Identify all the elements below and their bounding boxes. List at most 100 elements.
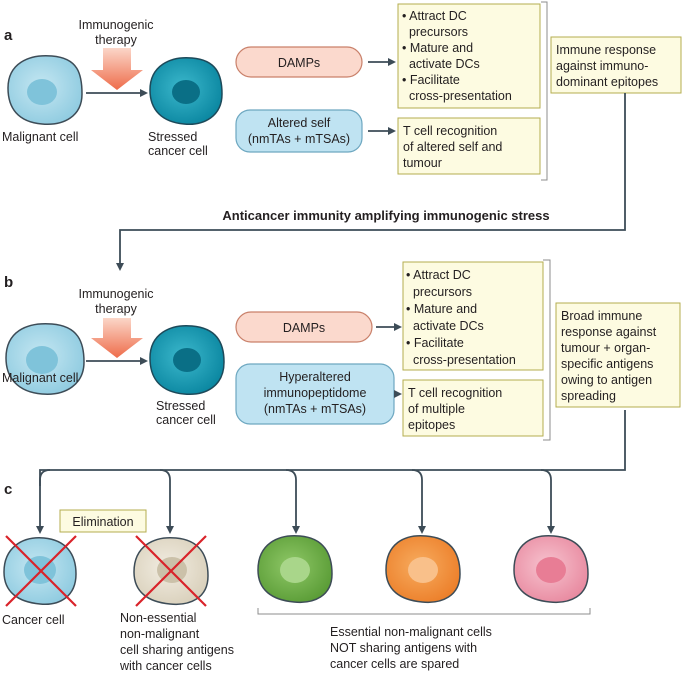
panel-b-label: b: [4, 274, 13, 291]
bracket-a: [541, 1, 548, 181]
svg-text:Stressed: Stressed: [148, 130, 197, 144]
panel-a-label: a: [4, 27, 13, 44]
stressed-cell-a: [149, 57, 223, 125]
svg-text:Broad immune: Broad immune: [561, 309, 642, 323]
cancer-cell-label: Cancer cell: [2, 613, 65, 627]
svg-text:Non-essential: Non-essential: [120, 611, 196, 625]
svg-text:spreading: spreading: [561, 389, 616, 403]
svg-text:• Attract DC: • Attract DC: [406, 268, 471, 282]
svg-text:of multiple: of multiple: [408, 402, 465, 416]
svg-text:non-malignant: non-malignant: [120, 627, 200, 641]
dc-box-b: [402, 261, 544, 371]
svg-text:T cell recognition: T cell recognition: [408, 386, 502, 400]
svg-text:immunopeptidome: immunopeptidome: [264, 386, 367, 400]
svg-text:precursors: precursors: [402, 25, 468, 39]
svg-text:cancer cells are spared: cancer cells are spared: [330, 657, 459, 671]
therapy-label-b: Immunogenic therapy: [78, 287, 153, 316]
damps-label-a: DAMPs: [278, 56, 320, 70]
essential-cell-orange: [385, 535, 461, 604]
svg-text:therapy: therapy: [95, 302, 137, 316]
svg-text:Immunogenic: Immunogenic: [78, 287, 153, 301]
response-box-text-a: Immune response against immuno- dominant…: [556, 43, 658, 89]
dc-box-a: [397, 3, 541, 109]
amplify-label: Anticancer immunity amplifying immunogen…: [222, 208, 549, 223]
svg-text:response against: response against: [561, 325, 657, 339]
svg-text:• Facilitate: • Facilitate: [402, 73, 460, 87]
connector-corner: [39, 469, 51, 481]
malignant-cell-label-a: Malignant cell: [2, 130, 78, 144]
dc-box-text-a: • Attract DC precursors • Mature and act…: [402, 9, 512, 103]
svg-text:T cell recognition: T cell recognition: [403, 124, 497, 138]
stressed-cell-label-b: Stressed cancer cell: [156, 399, 216, 427]
svg-text:cancer cell: cancer cell: [156, 413, 216, 427]
arrow-to-green-cell: [285, 469, 300, 534]
t-cell-box-a: [397, 117, 541, 175]
malignant-cell-a: [7, 55, 83, 125]
svg-text:specific antigens: specific antigens: [561, 357, 653, 371]
response-box-text-b: Broad immune response against tumour + o…: [561, 309, 657, 403]
svg-text:Essential non-malignant cells: Essential non-malignant cells: [330, 625, 492, 639]
svg-text:Altered self: Altered self: [268, 116, 331, 130]
svg-text:• Mature and: • Mature and: [402, 41, 473, 55]
svg-text:dominant epitopes: dominant epitopes: [556, 75, 658, 89]
svg-text:cross-presentation: cross-presentation: [402, 89, 512, 103]
arrow-to-pink-cell: [540, 469, 555, 534]
svg-text:precursors: precursors: [406, 285, 472, 299]
svg-text:(nmTAs + mTSAs): (nmTAs + mTSAs): [248, 132, 350, 146]
svg-text:Hyperaltered: Hyperaltered: [279, 370, 351, 384]
arrow-to-nonessential-cell: [159, 469, 174, 534]
svg-text:• Mature and: • Mature and: [406, 302, 477, 316]
panel-c-label: c: [4, 481, 12, 498]
response-box-a: [550, 36, 682, 94]
malignant-cell-label-b: Malignant cell: [2, 371, 78, 385]
svg-text:activate DCs: activate DCs: [402, 57, 480, 71]
amplify-label-bg: [190, 206, 582, 224]
essential-cells-label: Essential non-malignant cells NOT sharin…: [330, 625, 492, 671]
svg-text:• Facilitate: • Facilitate: [406, 336, 464, 350]
t-cell-box-text-b: T cell recognition of multiple epitopes: [408, 386, 502, 432]
altered-self-pill-a: [235, 109, 363, 153]
cross-mark-cancer: [5, 535, 77, 607]
therapy-label-a: Immunogenic therapy: [78, 18, 153, 47]
malignant-cell-b: [5, 323, 85, 395]
damps-pill-a: [235, 46, 363, 78]
svg-text:tumour: tumour: [403, 156, 442, 170]
hyperaltered-label-b: Hyperaltered immunopeptidome (nmTAs + mT…: [264, 370, 367, 416]
svg-text:therapy: therapy: [95, 33, 137, 47]
svg-text:tumour + organ-: tumour + organ-: [561, 341, 650, 355]
nonessential-cell-label: Non-essential non-malignant cell sharing…: [119, 611, 234, 673]
svg-text:epitopes: epitopes: [408, 418, 455, 432]
essential-cell-green: [257, 535, 333, 604]
svg-text:• Attract DC: • Attract DC: [402, 9, 467, 23]
svg-text:activate DCs: activate DCs: [406, 319, 484, 333]
t-cell-box-b: [402, 379, 544, 437]
svg-text:Immune response: Immune response: [556, 43, 656, 57]
damps-label-b: DAMPs: [283, 321, 325, 335]
svg-text:of altered self and: of altered self and: [403, 140, 502, 154]
elimination-box: [59, 509, 147, 533]
damps-pill-b: [235, 311, 373, 343]
response-box-b: [555, 302, 681, 408]
bracket-essential: [257, 608, 591, 615]
arrow-to-orange-cell: [411, 469, 426, 534]
svg-text:cross-presentation: cross-presentation: [406, 353, 516, 367]
svg-text:cancer cell: cancer cell: [148, 144, 208, 158]
therapy-arrow-a: [91, 48, 143, 90]
svg-text:cell sharing antigens: cell sharing antigens: [120, 643, 234, 657]
elimination-label: Elimination: [72, 515, 133, 529]
essential-cell-pink: [513, 535, 589, 604]
svg-text:Immunogenic: Immunogenic: [78, 18, 153, 32]
therapy-arrow-b: [91, 318, 143, 358]
t-cell-box-text-a: T cell recognition of altered self and t…: [403, 124, 502, 170]
altered-self-label-a: Altered self (nmTAs + mTSAs): [248, 116, 350, 146]
dc-box-text-b: • Attract DC precursors • Mature and act…: [406, 268, 516, 367]
svg-text:against immuno-: against immuno-: [556, 59, 648, 73]
svg-text:owing to antigen: owing to antigen: [561, 373, 652, 387]
bracket-b: [543, 259, 551, 441]
svg-text:Stressed: Stressed: [156, 399, 205, 413]
stressed-cell-b: [149, 325, 225, 395]
amplify-connector: [116, 93, 626, 271]
cross-mark-nonessential: [135, 535, 207, 607]
stressed-cell-label-a: Stressed cancer cell: [148, 130, 208, 158]
